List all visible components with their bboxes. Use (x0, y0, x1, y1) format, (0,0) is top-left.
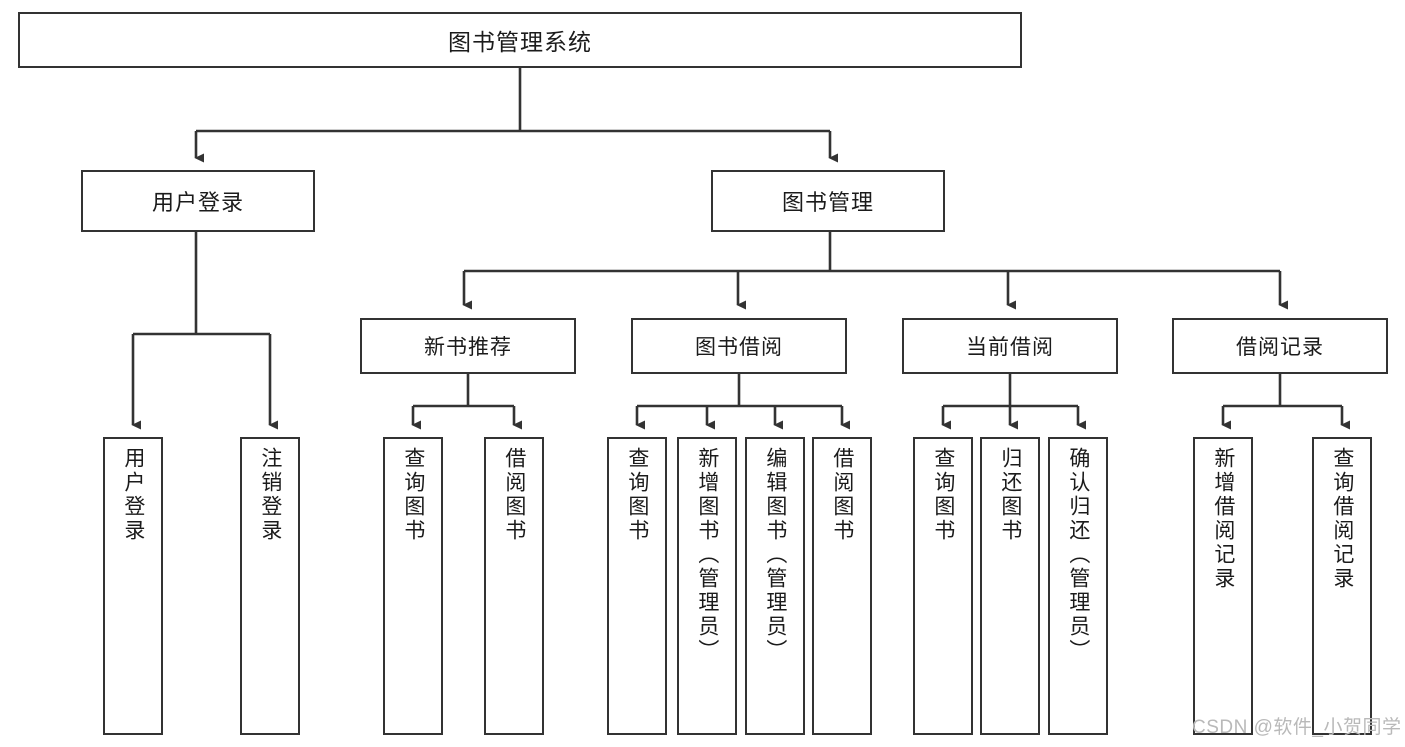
leaf-current-borrow-confirm-return[interactable]: 确认归还（管理员） (1048, 437, 1108, 735)
node-new-book-recommend[interactable]: 新书推荐 (360, 318, 576, 374)
leaf-new-book-borrow[interactable]: 借阅图书 (484, 437, 544, 735)
leaf-book-borrow-add[interactable]: 新增图书（管理员） (677, 437, 737, 735)
leaf-label: 查询图书 (401, 447, 425, 543)
leaf-label: 查询图书 (625, 447, 649, 543)
node-new-book-recommend-label: 新书推荐 (424, 336, 512, 359)
node-book-borrow[interactable]: 图书借阅 (631, 318, 847, 374)
leaf-book-borrow-edit[interactable]: 编辑图书（管理员） (745, 437, 805, 735)
leaf-label: 用户登录 (121, 447, 145, 543)
watermark-text: CSDN @软件_小贺同学 (1192, 717, 1402, 738)
leaf-label: 归还图书 (998, 447, 1022, 543)
node-book-borrow-label: 图书借阅 (695, 336, 783, 359)
leaf-label: 确认归还（管理员） (1066, 447, 1090, 663)
node-root-label: 图书管理系统 (448, 29, 592, 55)
node-current-borrow[interactable]: 当前借阅 (902, 318, 1118, 374)
leaf-label: 新增图书（管理员） (695, 447, 719, 663)
leaf-label: 新增借阅记录 (1211, 447, 1235, 591)
leaf-label: 编辑图书（管理员） (763, 447, 787, 663)
leaf-user-login-login[interactable]: 用户登录 (103, 437, 163, 735)
leaf-new-book-query[interactable]: 查询图书 (383, 437, 443, 735)
leaf-label: 借阅图书 (502, 447, 526, 543)
node-borrow-record-label: 借阅记录 (1236, 336, 1324, 359)
leaf-label: 查询借阅记录 (1330, 447, 1354, 591)
leaf-label: 借阅图书 (830, 447, 854, 543)
node-borrow-record[interactable]: 借阅记录 (1172, 318, 1388, 374)
node-current-borrow-label: 当前借阅 (966, 336, 1054, 359)
node-user-login-label: 用户登录 (151, 190, 244, 215)
leaf-borrow-record-query[interactable]: 查询借阅记录 (1312, 437, 1372, 735)
leaf-book-borrow-borrow[interactable]: 借阅图书 (812, 437, 872, 735)
node-book-management-label: 图书管理 (781, 190, 874, 215)
leaf-label: 注销登录 (258, 447, 282, 543)
leaf-label: 查询图书 (931, 447, 955, 543)
leaf-borrow-record-add[interactable]: 新增借阅记录 (1193, 437, 1253, 735)
node-root[interactable]: 图书管理系统 (18, 12, 1022, 68)
leaf-current-borrow-query[interactable]: 查询图书 (913, 437, 973, 735)
node-book-management[interactable]: 图书管理 (711, 170, 945, 232)
leaf-current-borrow-return[interactable]: 归还图书 (980, 437, 1040, 735)
leaf-book-borrow-query[interactable]: 查询图书 (607, 437, 667, 735)
leaf-user-login-logout[interactable]: 注销登录 (240, 437, 300, 735)
node-user-login[interactable]: 用户登录 (81, 170, 315, 232)
